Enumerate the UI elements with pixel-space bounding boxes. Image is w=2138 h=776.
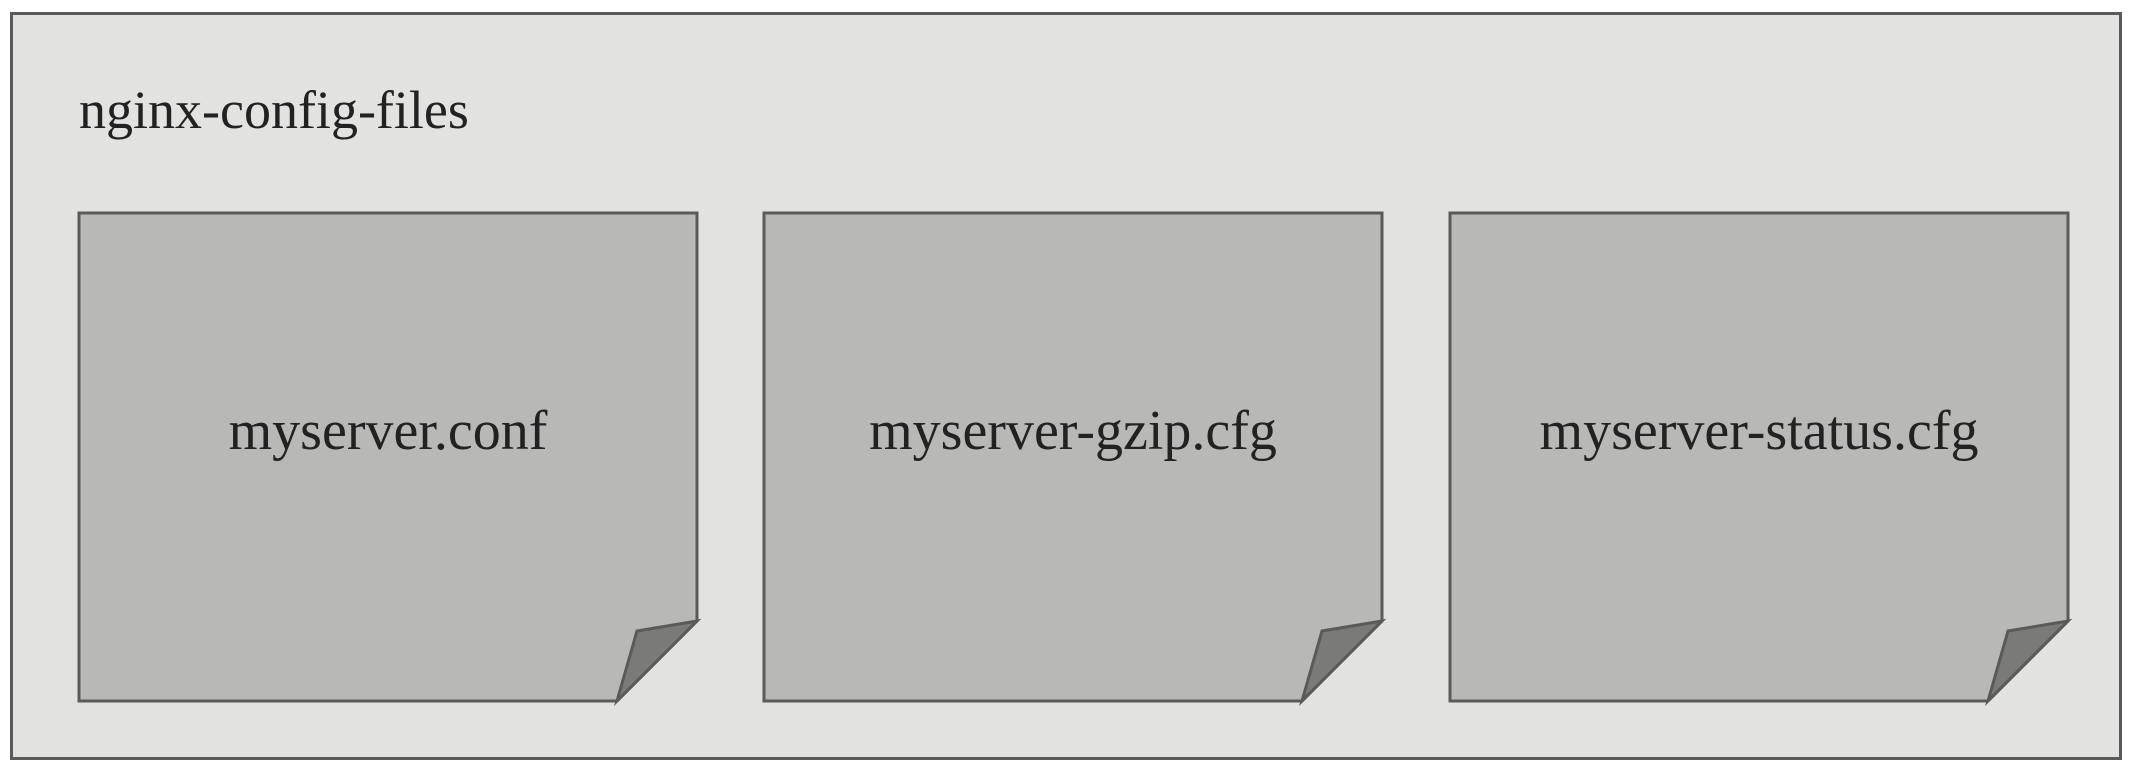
file-name-label: myserver-status.cfg [1539, 400, 1979, 462]
file-name-label: myserver.conf [228, 400, 548, 462]
file-note-myserver-status-cfg: myserver-status.cfg [1448, 211, 2073, 707]
folded-note-icon [77, 211, 702, 707]
nginx-config-files-group: nginx-config-files myserver.conf myserve… [10, 12, 2122, 760]
folded-note-icon [762, 211, 1387, 707]
group-title: nginx-config-files [79, 80, 469, 140]
folded-note-icon [1448, 211, 2073, 707]
file-note-myserver-conf: myserver.conf [77, 211, 702, 707]
file-name-label: myserver-gzip.cfg [869, 400, 1277, 462]
file-note-myserver-gzip-cfg: myserver-gzip.cfg [762, 211, 1387, 707]
